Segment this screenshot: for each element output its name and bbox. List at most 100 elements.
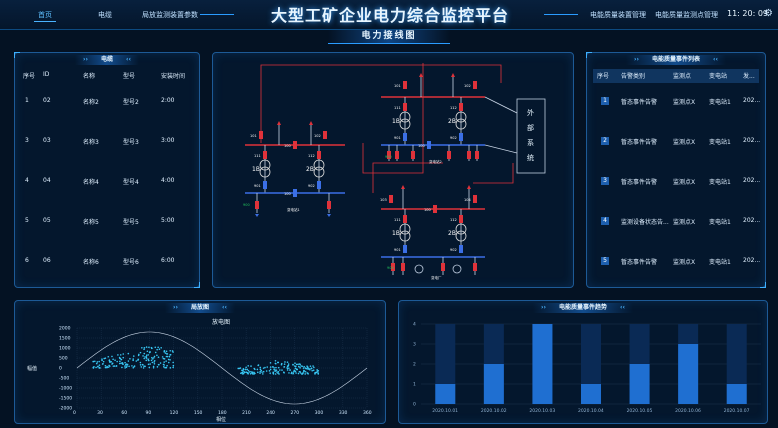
- nav-home[interactable]: 首页: [34, 10, 56, 22]
- scatter-point: [277, 372, 279, 374]
- transformer-coil: [455, 118, 467, 130]
- nav-pq-point-mgmt[interactable]: 电能质量监测点管理: [655, 11, 718, 19]
- scatter-point: [272, 366, 274, 368]
- col-header: 序号: [23, 73, 36, 80]
- scatter-point: [124, 361, 126, 364]
- breaker-label: 104: [464, 198, 471, 202]
- scatter-point: [262, 367, 265, 369]
- scatter-point: [290, 372, 293, 375]
- breaker: [401, 263, 405, 271]
- scatter-point: [247, 369, 250, 372]
- scatter-point: [283, 363, 286, 365]
- x-tick-label: 2020.10.07: [724, 408, 750, 414]
- y-tick-label: -500: [59, 376, 69, 382]
- scatter-point: [293, 369, 296, 372]
- substation-label: 变电厂: [431, 275, 442, 280]
- scatter-point: [145, 357, 148, 359]
- arrow-down-icon: [255, 214, 259, 217]
- scatter-point: [242, 369, 244, 372]
- nav-pq-device-mgmt[interactable]: 电能质量装置管理: [590, 11, 646, 19]
- col-header: 告警类别: [621, 73, 646, 80]
- scatter-point: [246, 368, 249, 371]
- scatter-point: [169, 349, 172, 352]
- table-cell: 变电站1: [709, 139, 731, 146]
- pd-panel: 局放图 放电图030609012015018021024027030033036…: [14, 300, 386, 424]
- scatter-point: [106, 366, 109, 369]
- scatter-point: [95, 362, 98, 365]
- scatter-point: [266, 366, 269, 368]
- scatter-point: [306, 365, 308, 367]
- row-index: 2: [601, 137, 609, 145]
- y-tick-label: 1: [413, 382, 416, 388]
- x-tick-label: 2020.10.06: [675, 408, 701, 414]
- x-tick-label: 150: [194, 410, 203, 416]
- breaker: [433, 205, 437, 213]
- scatter-point: [269, 368, 272, 371]
- substation-label: 变电站1: [287, 207, 300, 212]
- feeder-route: [473, 163, 514, 184]
- scatter-point: [154, 351, 157, 354]
- scatter-point: [131, 365, 133, 367]
- scatter-point: [306, 368, 309, 370]
- scatter-point: [257, 364, 260, 366]
- cable-panel-title: 电缆: [74, 55, 140, 65]
- row-index: 4: [25, 177, 29, 184]
- scatter-point: [142, 355, 144, 357]
- scatter-point: [98, 364, 101, 366]
- breaker-label: 111: [254, 154, 261, 158]
- scatter-point: [101, 363, 104, 365]
- generator-icon: [414, 264, 424, 274]
- scatter-point: [289, 369, 291, 371]
- scatter-point: [156, 354, 158, 357]
- scatter-point: [243, 371, 245, 373]
- table-cell: 变电站1: [709, 99, 731, 106]
- col-header: ID: [43, 71, 50, 78]
- scatter-point: [250, 365, 252, 367]
- nav-pd-params[interactable]: 局放监测装置参数: [142, 11, 198, 19]
- scatter-point: [171, 350, 174, 352]
- x-tick-label: 90: [146, 410, 152, 416]
- scatter-point: [312, 365, 314, 367]
- scatter-point: [122, 356, 125, 359]
- scatter-point: [144, 356, 146, 358]
- breaker-label: 901: [254, 184, 261, 188]
- scatter-point: [306, 372, 309, 374]
- scatter-point: [127, 352, 130, 355]
- scatter-point: [299, 367, 301, 369]
- title-deco-left: [200, 14, 234, 22]
- arrow-up-icon: [451, 73, 455, 77]
- scatter-point: [167, 361, 170, 364]
- scatter-point: [112, 358, 114, 361]
- scatter-point: [148, 346, 150, 349]
- scatter-point: [294, 362, 296, 364]
- scatter-point: [119, 360, 121, 363]
- scatter-point: [107, 366, 110, 368]
- table-cell: 监测点X: [673, 179, 696, 186]
- nav-cable[interactable]: 电缆: [98, 11, 112, 19]
- table-cell: 型号3: [123, 139, 139, 146]
- row-index-badge: 3: [601, 177, 609, 185]
- scatter-point: [124, 365, 126, 367]
- scatter-point: [147, 354, 150, 356]
- col-header: 型号: [123, 73, 136, 80]
- scatter-point: [117, 354, 119, 356]
- gear-icon[interactable]: ⚙: [764, 8, 773, 19]
- breaker-label: 111: [394, 218, 401, 222]
- breaker: [263, 151, 267, 159]
- breaker-label: 101: [250, 134, 257, 138]
- breaker: [473, 195, 477, 203]
- scatter-point: [104, 357, 107, 359]
- scatter-point: [118, 362, 121, 365]
